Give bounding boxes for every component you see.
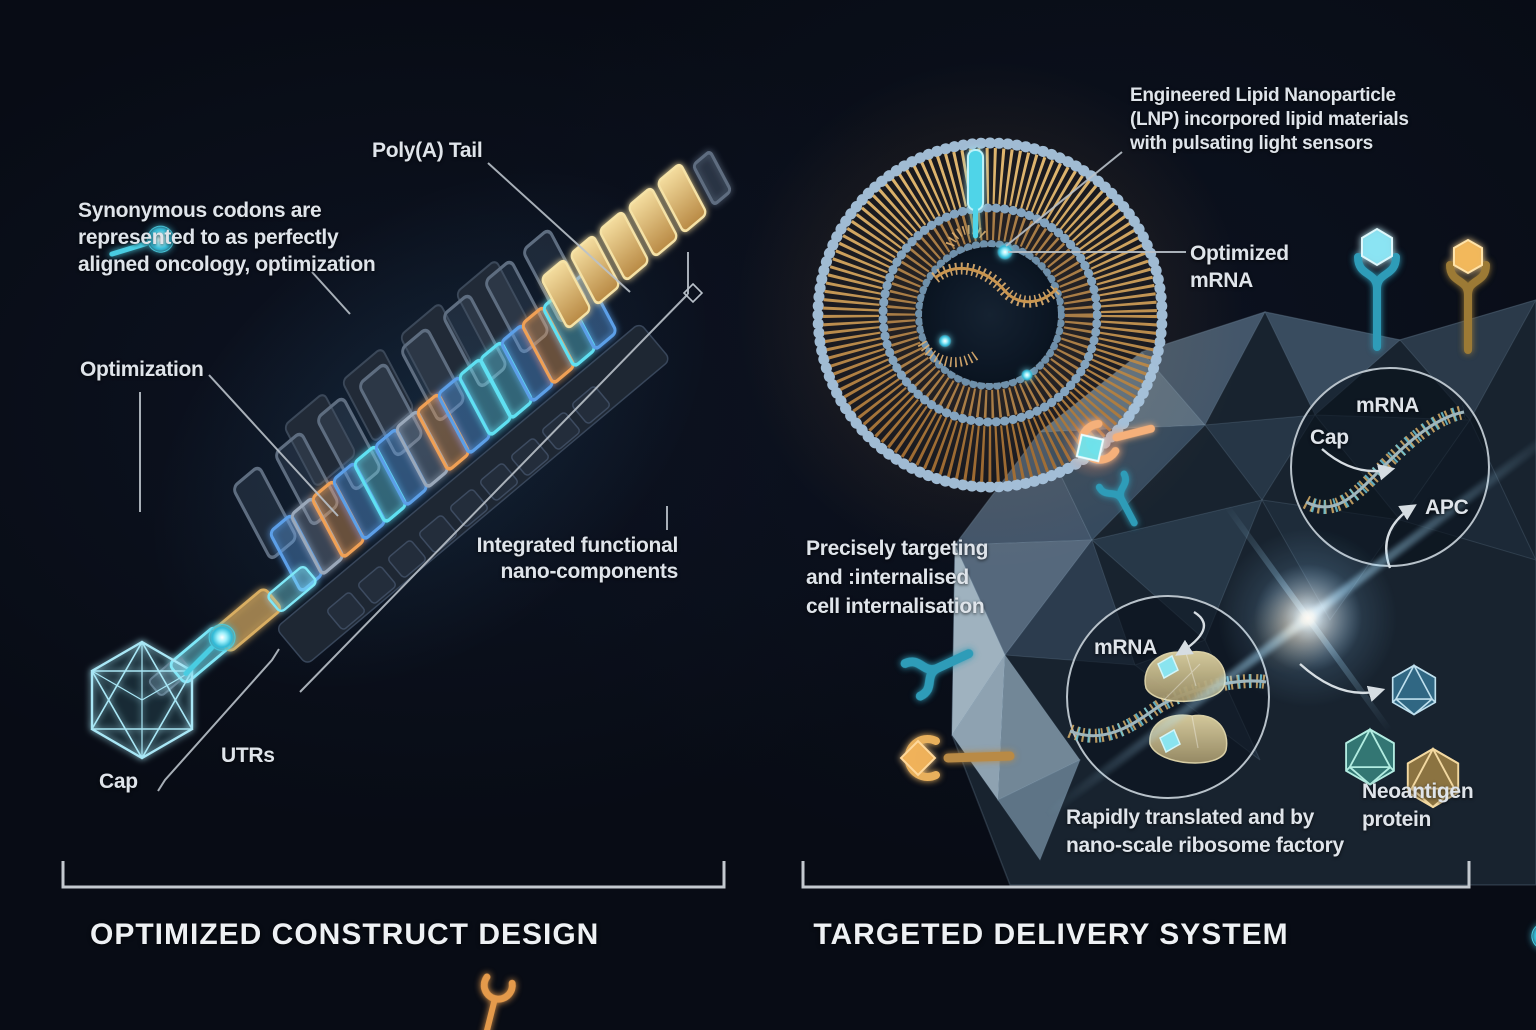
section-brackets bbox=[61, 861, 1471, 889]
cell-receptors bbox=[1148, 227, 1490, 372]
label-synonymous-codons: Synonymous codons are represented to as … bbox=[78, 199, 376, 276]
front-rail-blocks bbox=[327, 386, 610, 630]
free-cyan-y-icon bbox=[900, 649, 974, 701]
label-inset-bottom-mrna: mRNA bbox=[1094, 636, 1157, 659]
label-optimization: Optimization bbox=[80, 358, 204, 381]
label-precisely-targeting: Precisely targeting and :internalised ce… bbox=[806, 537, 989, 618]
title-optimized-construct-design: OPTIMIZED CONSTRUCT DESIGN bbox=[90, 918, 600, 951]
annotation-lines-right bbox=[1005, 151, 1186, 253]
label-inset-top-cap: Cap bbox=[1310, 426, 1349, 449]
label-engineered-lnp: Engineered Lipid Nanoparticle (LNP) inco… bbox=[1130, 85, 1409, 154]
title-targeted-delivery-system: TARGETED DELIVERY SYSTEM bbox=[813, 918, 1289, 951]
teal-y-small-icon bbox=[1095, 470, 1138, 527]
label-rapidly-translated: Rapidly translated and by nano-scale rib… bbox=[1066, 806, 1344, 857]
codon-blocks bbox=[269, 272, 617, 592]
lnp-core-mrna bbox=[917, 225, 1062, 381]
label-integrated-nano: Integrated functional nano-components bbox=[476, 534, 679, 583]
label-utrs: UTRs bbox=[221, 744, 275, 767]
annotation-lines-left bbox=[139, 162, 704, 792]
gem-wrench-pink-icon bbox=[1061, 410, 1156, 479]
label-poly-a-tail: Poly(A) Tail bbox=[372, 139, 483, 162]
neoantigen-proteins bbox=[1299, 663, 1460, 809]
free-receptors bbox=[899, 410, 1156, 781]
poly-a-tail-blocks bbox=[541, 151, 732, 329]
receptor-orange-icon bbox=[1446, 238, 1490, 354]
label-cap: Cap bbox=[99, 770, 138, 793]
bolt-sensor-icon bbox=[967, 149, 984, 239]
receptor-cyan-icon bbox=[1354, 227, 1400, 351]
lens-flare-icon bbox=[1041, 415, 1536, 821]
label-neoantigen-protein: Neoantigen protein bbox=[1362, 780, 1474, 831]
label-inset-top-mrna: mRNA bbox=[1356, 394, 1419, 417]
label-inset-top-apc: APC bbox=[1425, 496, 1469, 519]
gem-wrench-orange-icon bbox=[899, 735, 1015, 781]
label-optimized-mrna: Optimized mRNA bbox=[1190, 242, 1289, 292]
